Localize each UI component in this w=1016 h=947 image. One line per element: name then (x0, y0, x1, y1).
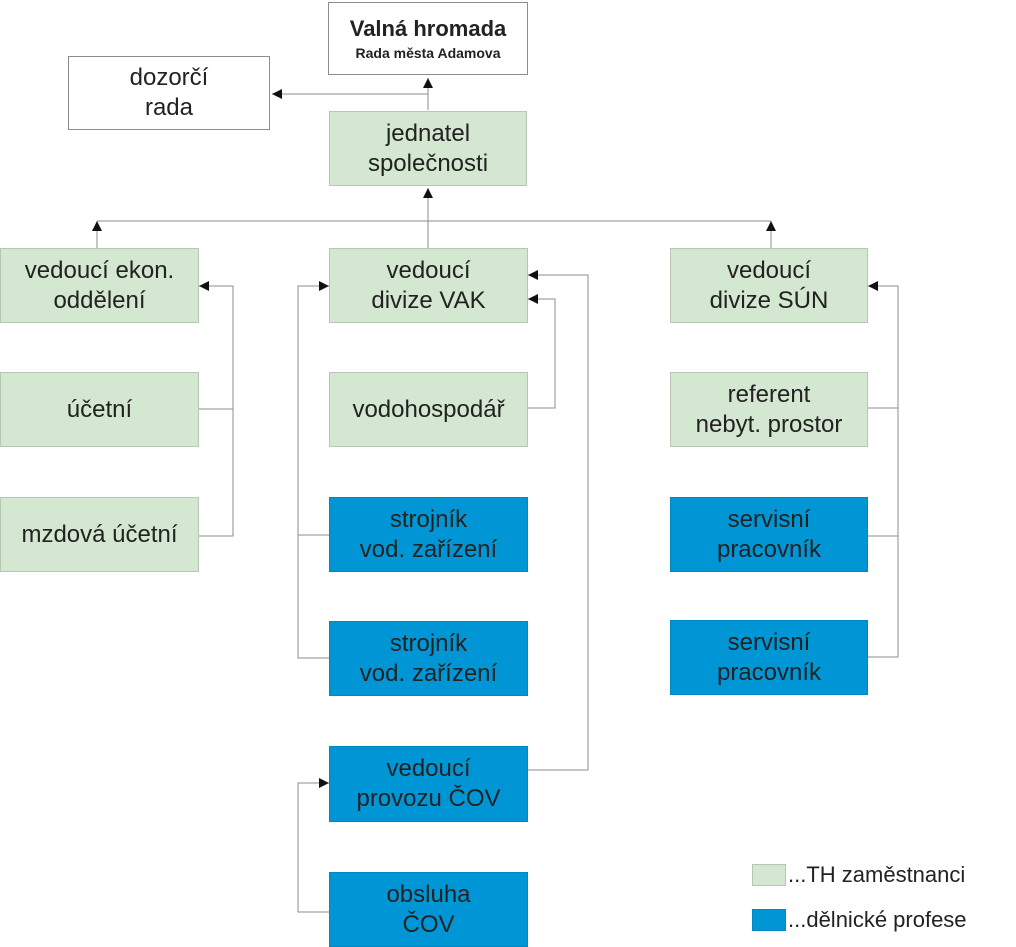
water-manager-box: vodohospodář (329, 372, 528, 447)
legend-th: ...TH zaměstnanci (752, 862, 965, 888)
connector-vak-cov-head (528, 270, 589, 771)
ceo-line2: společnosti (367, 149, 489, 177)
general-meeting-box: Valná hromada Rada města Adamova (328, 2, 528, 75)
cov-head-line1: vedoucí (386, 755, 471, 782)
water-manager-label: vodohospodář (352, 395, 505, 423)
legend-workers: ...dělnické profese (752, 907, 967, 933)
ceo-line1: jednatel (385, 119, 471, 147)
machinist-2-box: strojník vod. zařízení (329, 621, 528, 696)
legend-th-label: ...TH zaměstnanci (788, 862, 966, 887)
accountant-label: účetní (66, 395, 133, 423)
service-worker-2-line1: servisní (727, 628, 811, 656)
machinist-1-line1: strojník (389, 505, 468, 533)
connector-sun-group (868, 286, 899, 658)
vak-head-box: vedoucí divize VAK (329, 248, 528, 323)
connector-vak-water-manager (528, 294, 556, 409)
legend-th-swatch (752, 864, 786, 886)
connector-cov-staff (297, 778, 329, 913)
service-worker-1-line2: pracovník (716, 535, 822, 563)
service-worker-2-box: servisní pracovník (670, 620, 868, 695)
referent-line2: nebyt. prostor (695, 410, 843, 438)
service-worker-1-line1: servisní (727, 505, 811, 533)
econ-head-line2: oddělení (53, 286, 146, 314)
legend-workers-label: ...dělnické profese (788, 907, 967, 932)
legend-workers-swatch (752, 909, 786, 931)
vak-head-line2: divize VAK (371, 286, 486, 314)
connector-heads-to-ceo (97, 188, 771, 248)
cov-head-box: vedoucí provozu ČOV (329, 746, 528, 822)
payroll-accountant-box: mzdová účetní (0, 497, 199, 572)
cov-staff-line1: obsluha (386, 880, 471, 908)
service-worker-2-line2: pracovník (716, 658, 822, 686)
connector-econ-group (199, 286, 234, 537)
econ-head-line1: vedoucí ekon. (24, 256, 175, 284)
machinist-1-line2: vod. zařízení (359, 535, 498, 563)
connector-vak-machinists (297, 286, 329, 659)
referent-line1: referent (727, 380, 811, 408)
general-meeting-title: Valná hromada (349, 15, 507, 41)
supervisory-board-box: dozorčí rada (68, 56, 270, 130)
supervisory-board-line1: dozorčí (129, 64, 209, 91)
general-meeting-subtitle: Rada města Adamova (355, 44, 501, 61)
machinist-2-line1: strojník (389, 629, 468, 657)
cov-staff-box: obsluha ČOV (329, 872, 528, 947)
accountant-box: účetní (0, 372, 199, 447)
ceo-box: jednatel společnosti (329, 111, 527, 186)
payroll-accountant-label: mzdová účetní (21, 520, 178, 548)
machinist-2-line2: vod. zařízení (359, 659, 498, 687)
service-worker-1-box: servisní pracovník (670, 497, 868, 572)
vak-head-line1: vedoucí (386, 256, 471, 284)
sun-head-line1: vedoucí (726, 256, 812, 284)
supervisory-board-line2: rada (144, 94, 194, 121)
cov-head-line2: provozu ČOV (356, 785, 501, 812)
cov-staff-line2: ČOV (402, 910, 455, 938)
machinist-1-box: strojník vod. zařízení (329, 497, 528, 572)
sun-head-line2: divize SÚN (709, 286, 829, 314)
econ-head-box: vedoucí ekon. oddělení (0, 248, 199, 323)
sun-head-box: vedoucí divize SÚN (670, 248, 868, 323)
referent-box: referent nebyt. prostor (670, 372, 868, 447)
